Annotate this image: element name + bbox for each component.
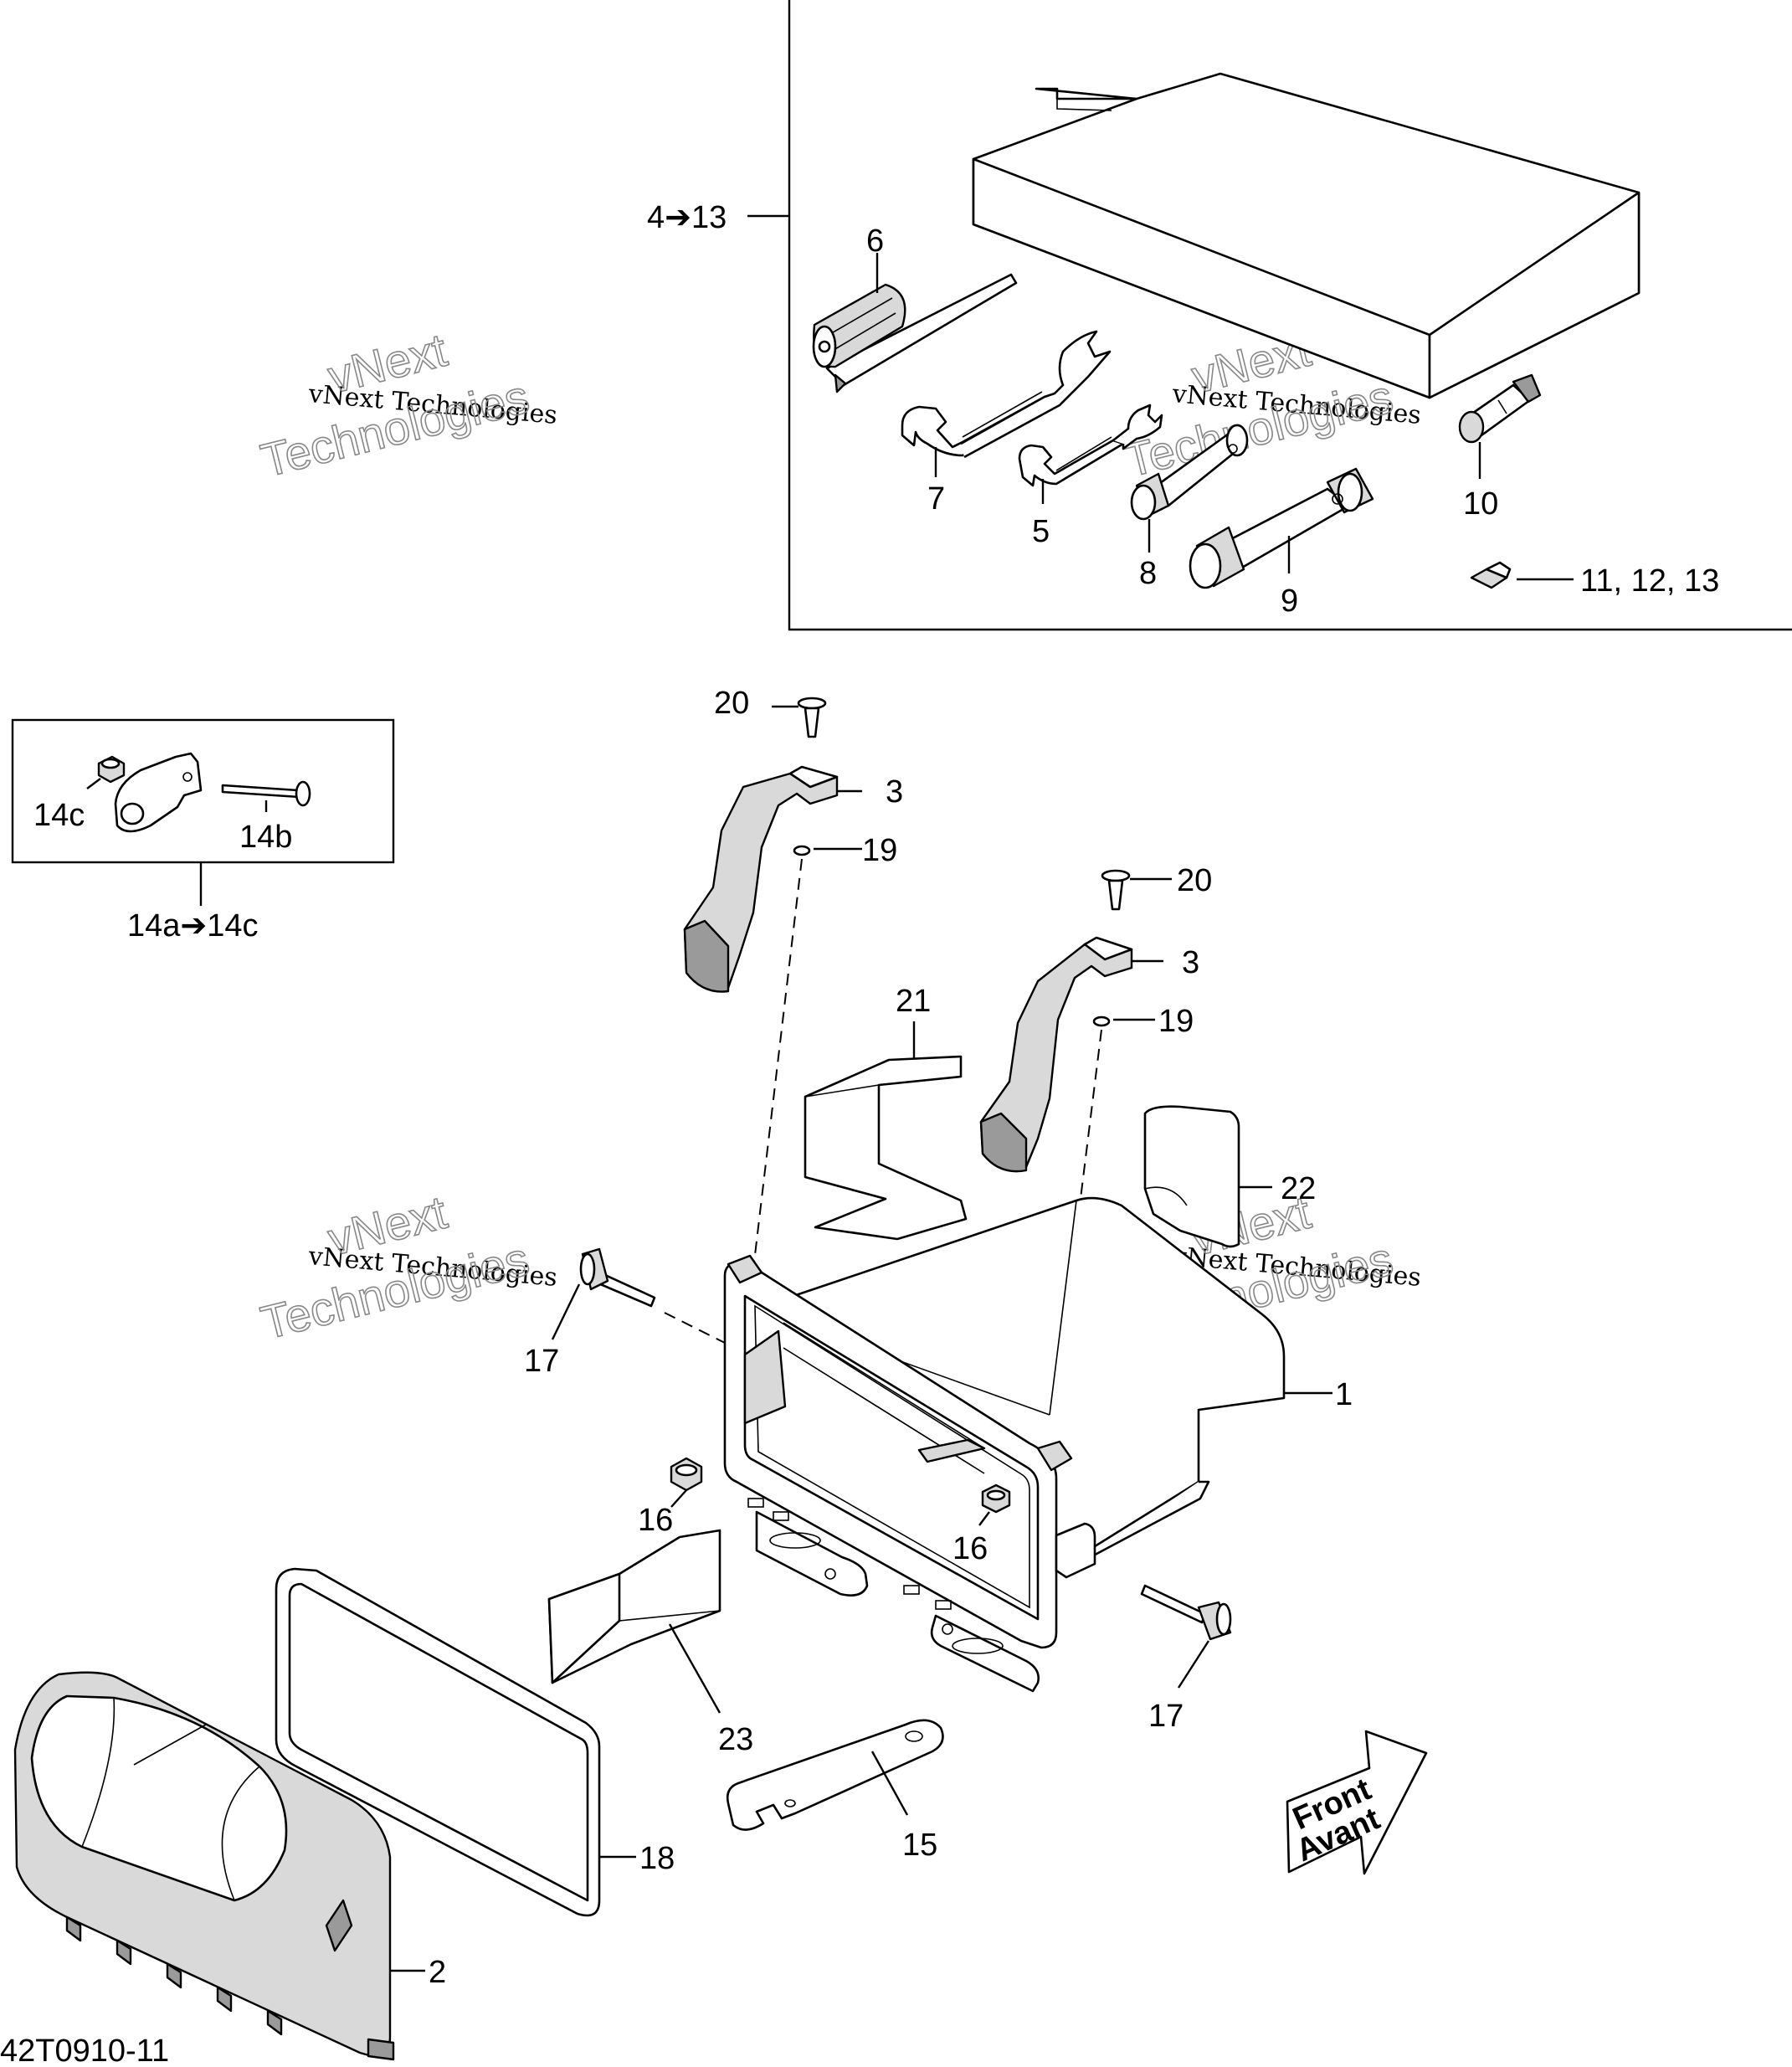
fuse-tool-part [1458, 373, 1542, 444]
callout-23: 23 [718, 1722, 753, 1757]
callout-9: 9 [1281, 584, 1298, 619]
side-pad-22-part [1143, 1105, 1240, 1248]
liner-21-part [804, 1055, 968, 1241]
leader-line [1177, 1640, 1210, 1689]
hinge-kit-frame [11, 718, 395, 864]
leader-line [670, 1489, 687, 1508]
nut-16-left-part [670, 1457, 703, 1492]
spanner-15-part [726, 1719, 944, 1831]
large-wrench-part [901, 330, 1112, 459]
small-wrench-part [1018, 404, 1163, 487]
callout-20-top: 20 [714, 686, 749, 721]
callout-20-mid: 20 [1177, 863, 1212, 898]
callout-11-12-13: 11, 12, 13 [1580, 563, 1719, 599]
callout-2: 2 [429, 1955, 446, 1990]
drawing-code: 42T0910-11 [0, 2034, 169, 2067]
storage-box-1-part [723, 1196, 1286, 1693]
screwdriver-part [812, 273, 1018, 393]
fuse-part [1470, 561, 1512, 589]
callout-7: 7 [927, 481, 945, 517]
pad-23-part [547, 1529, 721, 1684]
callout-8: 8 [1139, 556, 1157, 591]
handle-right-part [979, 936, 1133, 1173]
callout-3-mid: 3 [1182, 945, 1199, 980]
screw-20-top-part [797, 697, 827, 738]
leader-line [978, 1511, 990, 1526]
callout-tool-kit-range: 4➔13 [647, 200, 727, 235]
callout-22: 22 [1281, 1171, 1316, 1206]
callout-14b: 14b [239, 820, 292, 855]
gasket-18-part [275, 1567, 601, 1917]
tool-bag-part [972, 72, 1641, 399]
callout-19-top: 19 [862, 833, 897, 868]
callout-16-left: 16 [638, 1503, 673, 1538]
handle-left-part [683, 765, 839, 993]
callout-1: 1 [1335, 1377, 1353, 1412]
tool-kit-frame [788, 0, 1792, 631]
bolt-17-right-part [1140, 1584, 1232, 1641]
callout-5: 5 [1032, 514, 1050, 549]
leader-line [86, 778, 101, 789]
hinge-bracket-part [114, 752, 203, 833]
assembly-guide-line [664, 1312, 726, 1344]
watermark-mid-left: vNext Technologies vNext Technologies [255, 1185, 558, 1350]
lid-2-part [13, 1671, 395, 2061]
callout-15: 15 [902, 1828, 937, 1863]
callout-18: 18 [639, 1841, 675, 1876]
screw-20-mid-part [1101, 869, 1131, 911]
callout-16-right: 16 [952, 1531, 988, 1566]
hinge-pin-part [221, 780, 311, 807]
small-socket-wrench-part [1130, 424, 1249, 521]
leader-line [668, 1623, 721, 1714]
callout-21: 21 [896, 984, 931, 1019]
callout-19-mid: 19 [1158, 1004, 1194, 1039]
callout-3-top: 3 [886, 774, 903, 810]
washer-19-mid-part [1092, 1016, 1111, 1027]
callout-17-right: 17 [1148, 1699, 1184, 1734]
leader-line [551, 1283, 581, 1340]
nut-16-right-part [981, 1483, 1011, 1514]
large-socket-wrench-part [1189, 467, 1374, 589]
assembly-guide-line [752, 858, 803, 1270]
watermark-top-left: vNext Technologies vNext Technologies [255, 322, 558, 487]
washer-19-top-part [793, 845, 811, 856]
hinge-nut-part [97, 755, 126, 784]
callout-6: 6 [866, 224, 884, 259]
callout-10: 10 [1463, 486, 1498, 522]
bolt-17-left-part [579, 1247, 656, 1308]
callout-17-left: 17 [524, 1344, 559, 1379]
callout-14c: 14c [33, 798, 85, 833]
leader-line [870, 1751, 909, 1816]
front-direction-arrow: Front Avant [1286, 1730, 1428, 1875]
callout-hinge-kit-range: 14a➔14c [127, 908, 259, 944]
